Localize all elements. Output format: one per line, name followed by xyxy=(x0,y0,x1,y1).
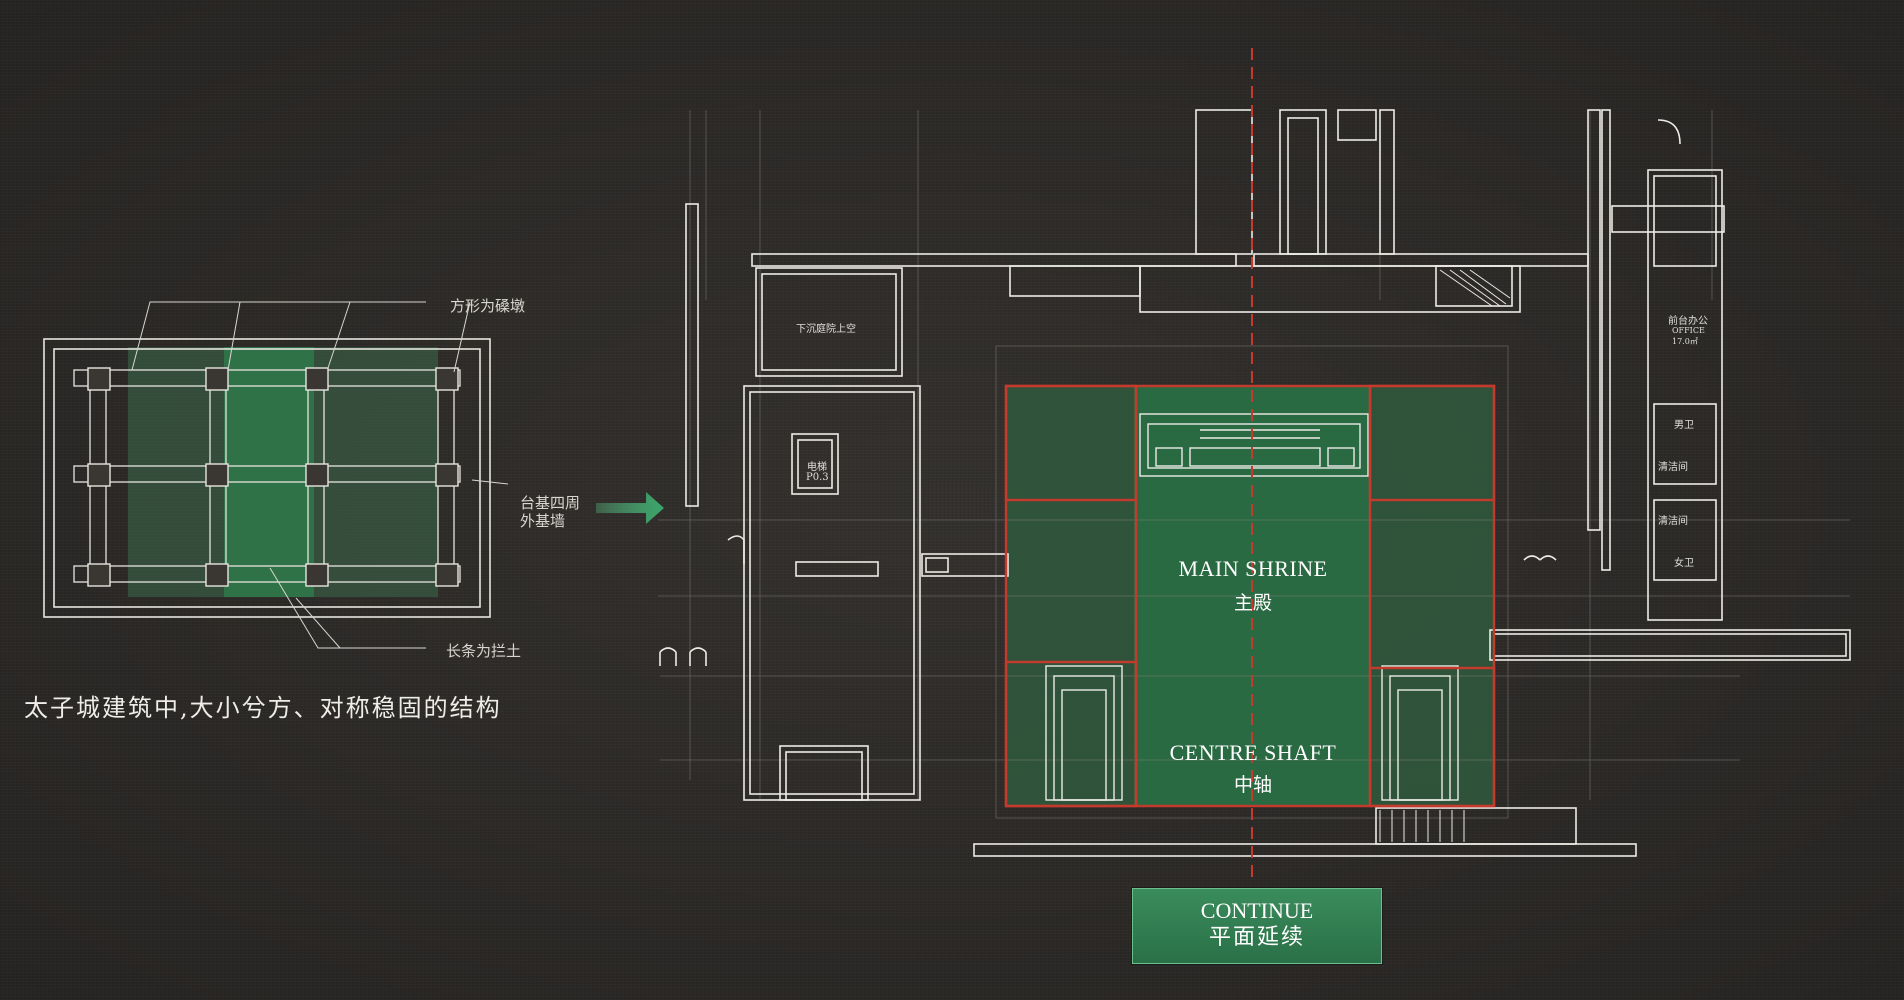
centre-shaft-label-cn: 中轴 xyxy=(1233,774,1272,796)
continue-button[interactable]: CONTINUE 平面延续 xyxy=(1132,888,1382,964)
plan-walls xyxy=(659,109,1851,857)
continue-button-label: CONTINUE xyxy=(1200,898,1314,923)
continue-button-label-cn: 平面延续 xyxy=(1208,925,1305,950)
plan-corner-pavilions xyxy=(1045,665,1459,801)
green-arrow-icon xyxy=(596,492,664,524)
label-square-pier: 方形为磉墩 xyxy=(450,297,526,315)
structure-piers xyxy=(87,367,459,587)
structure-green-fill xyxy=(128,347,438,597)
plan-stairs xyxy=(1379,269,1511,842)
structure-leaders xyxy=(131,301,509,649)
room-elevator: 电梯 xyxy=(807,462,827,473)
main-shrine-label: MAIN SHRINE xyxy=(1178,556,1328,581)
centre-shaft-label: CENTRE SHAFT xyxy=(1169,740,1337,765)
main-shrine-label-cn: 主殿 xyxy=(1233,592,1272,614)
room-front-desk: 前台办公 xyxy=(1668,316,1708,327)
room-cleaning-1: 清洁间 xyxy=(1658,462,1688,473)
room-womens-wc: 女卫 xyxy=(1674,558,1694,569)
plan-shrine-core xyxy=(1139,413,1369,477)
room-elevator-code: P0.3 xyxy=(806,472,829,483)
room-front-desk-area: 17.0㎡ xyxy=(1672,337,1698,346)
diagram-caption: 太子城建筑中,大小兮方、对称稳固的结构 xyxy=(24,694,502,722)
room-mens-wc: 男卫 xyxy=(1674,420,1694,431)
room-cleaning-2: 清洁间 xyxy=(1658,516,1688,527)
room-front-desk-en: OFFICE xyxy=(1672,326,1705,335)
label-long-strip: 长条为拦土 xyxy=(446,642,522,660)
label-outer-wall: 台基四周 外基墙 xyxy=(520,494,581,530)
structure-outer-walls xyxy=(43,338,491,618)
plan-red-outlines xyxy=(1004,384,1496,808)
room-sunken-court: 下沉庭院上空 xyxy=(796,324,856,335)
